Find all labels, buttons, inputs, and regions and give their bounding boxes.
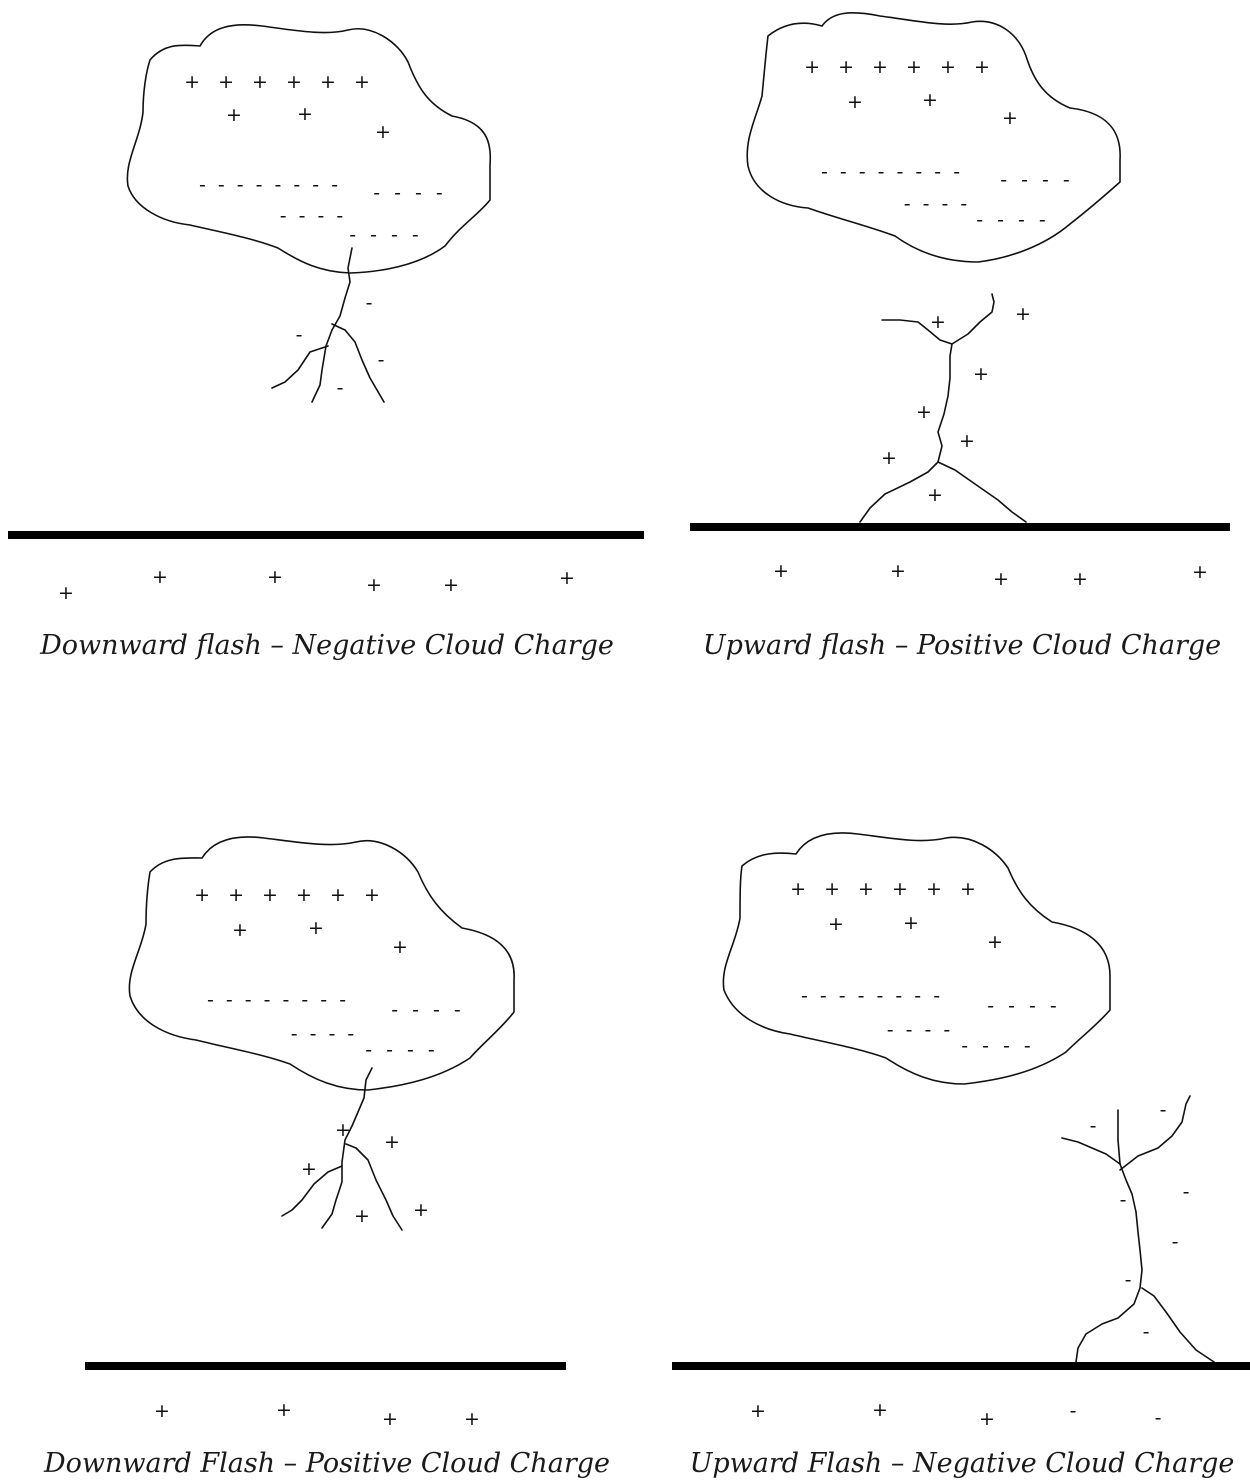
cloud-top-positive-charges: + + + + + + (804, 56, 996, 78)
cloud-outline (722, 832, 1111, 1085)
caption: Upward Flash – Negative Cloud Charge (690, 1448, 1235, 1479)
caption: Upward flash – Positive Cloud Charge (703, 630, 1221, 661)
leader-positive-charge: + (413, 1199, 429, 1221)
cloud-negative-charges: - - - - (280, 205, 347, 227)
cloud-negative-charges: - - - - (391, 999, 465, 1021)
cloud-positive-charge: + (226, 104, 242, 126)
cloud-negative-charges: - - - - (961, 1035, 1035, 1057)
leader-negative-charge: - (1143, 1321, 1150, 1343)
leader-negative-charge: - (1125, 1269, 1132, 1291)
cloud-positive-charge: + (828, 913, 844, 935)
ground-positive-charge: + (58, 582, 74, 604)
leader-negative-charge: - (366, 292, 373, 314)
cloud-negative-charges: - - - - - - - - (821, 161, 963, 183)
cloud-positive-charge: + (987, 931, 1003, 953)
leader-positive-charge: + (959, 430, 975, 452)
leader-negative-charge: - (1160, 1099, 1167, 1121)
caption: Downward flash – Negative Cloud Charge (39, 630, 614, 661)
cloud-positive-charge: + (232, 919, 248, 941)
lightning-leader (281, 1067, 403, 1231)
lightning-leader (859, 293, 1027, 523)
ground-positive-charge: + (1072, 568, 1088, 590)
cloud-negative-charges: - - - - (887, 1019, 954, 1041)
panel-downward-flash-positive: + + + + + + + + + - - - - - - - - - - - … (43, 836, 610, 1479)
ground-positive-charge: + (750, 1400, 766, 1422)
ground-positive-charge: + (993, 568, 1009, 590)
ground-positive-charge: + (773, 560, 789, 582)
cloud-negative-charges: - - - - (291, 1023, 358, 1045)
leader-positive-charge: + (916, 401, 932, 423)
ground-positive-charge: + (872, 1399, 888, 1421)
leader-positive-charge: + (930, 311, 946, 333)
ground-positive-charge: + (464, 1408, 480, 1430)
leader-positive-charge: + (1015, 303, 1031, 325)
lightning-leader (1061, 1095, 1215, 1363)
cloud-negative-charges: - - - - - - - - (199, 174, 341, 196)
ground-positive-charge: + (382, 1408, 398, 1430)
cloud-positive-charge: + (903, 912, 919, 934)
cloud-positive-charge: + (308, 917, 324, 939)
cloud-positive-charge: + (392, 936, 408, 958)
leader-positive-charge: + (881, 447, 897, 469)
leader-positive-charge: + (973, 363, 989, 385)
leader-positive-charge: + (354, 1205, 370, 1227)
cloud-negative-charges: - - - - (904, 193, 971, 215)
ground-positive-charge: + (276, 1399, 292, 1421)
ground-positive-charge: + (267, 566, 283, 588)
leader-positive-charge: + (927, 484, 943, 506)
cloud-negative-charges: - - - - - - - - (801, 985, 943, 1007)
cloud-top-positive-charges: + + + + + + (194, 884, 386, 906)
leader-positive-charge: + (335, 1119, 351, 1141)
ground-positive-charge: + (152, 566, 168, 588)
ground-positive-charge: + (443, 574, 459, 596)
cloud-top-positive-charges: + + + + + + (790, 878, 982, 900)
cloud-positive-charge: + (922, 89, 938, 111)
cloud-top-positive-charges: + + + + + + (184, 71, 376, 93)
lightning-leader (271, 247, 385, 403)
cloud-negative-charges: - - - - (976, 209, 1050, 231)
cloud-positive-charge: + (375, 121, 391, 143)
ground-negative-charge: - (1070, 1400, 1077, 1422)
cloud-outline (126, 24, 492, 274)
leader-negative-charge: - (296, 324, 303, 346)
ground-positive-charge: + (154, 1400, 170, 1422)
cloud-negative-charges: - - - - (987, 995, 1061, 1017)
cloud-negative-charges: - - - - (365, 1039, 439, 1061)
ground-positive-charge: + (559, 567, 575, 589)
panel-upward-flash-negative: + + + + + + + + + - - - - - - - - - - - … (672, 832, 1250, 1479)
leader-negative-charge: - (1090, 1115, 1097, 1137)
cloud-negative-charges: - - - - (373, 182, 447, 204)
leader-negative-charge: - (337, 377, 344, 399)
leader-negative-charge: - (378, 349, 385, 371)
leader-positive-charge: + (301, 1158, 317, 1180)
leader-negative-charge: - (1172, 1231, 1179, 1253)
cloud-positive-charge: + (847, 91, 863, 113)
leader-negative-charge: - (1183, 1181, 1190, 1203)
cloud-negative-charges: - - - - - - - - (207, 989, 349, 1011)
leader-negative-charge: - (1120, 1189, 1127, 1211)
panel-downward-flash-negative: + + + + + + + + + - - - - - - - - - - - … (8, 24, 644, 661)
cloud-positive-charge: + (297, 103, 313, 125)
ground-positive-charge: + (1192, 561, 1208, 583)
cloud-outline (128, 836, 515, 1091)
caption: Downward Flash – Positive Cloud Charge (43, 1448, 610, 1479)
cloud-positive-charge: + (1002, 107, 1018, 129)
ground-positive-charge: + (979, 1408, 995, 1430)
ground-positive-charge: + (890, 560, 906, 582)
cloud-outline (746, 12, 1121, 263)
ground-positive-charge: + (366, 574, 382, 596)
cloud-negative-charges: - - - - (1000, 169, 1074, 191)
cloud-negative-charges: - - - - (349, 224, 423, 246)
ground-negative-charge: - (1155, 1407, 1162, 1429)
panel-upward-flash-positive: + + + + + + + + + - - - - - - - - - - - … (690, 12, 1230, 661)
leader-positive-charge: + (384, 1131, 400, 1153)
